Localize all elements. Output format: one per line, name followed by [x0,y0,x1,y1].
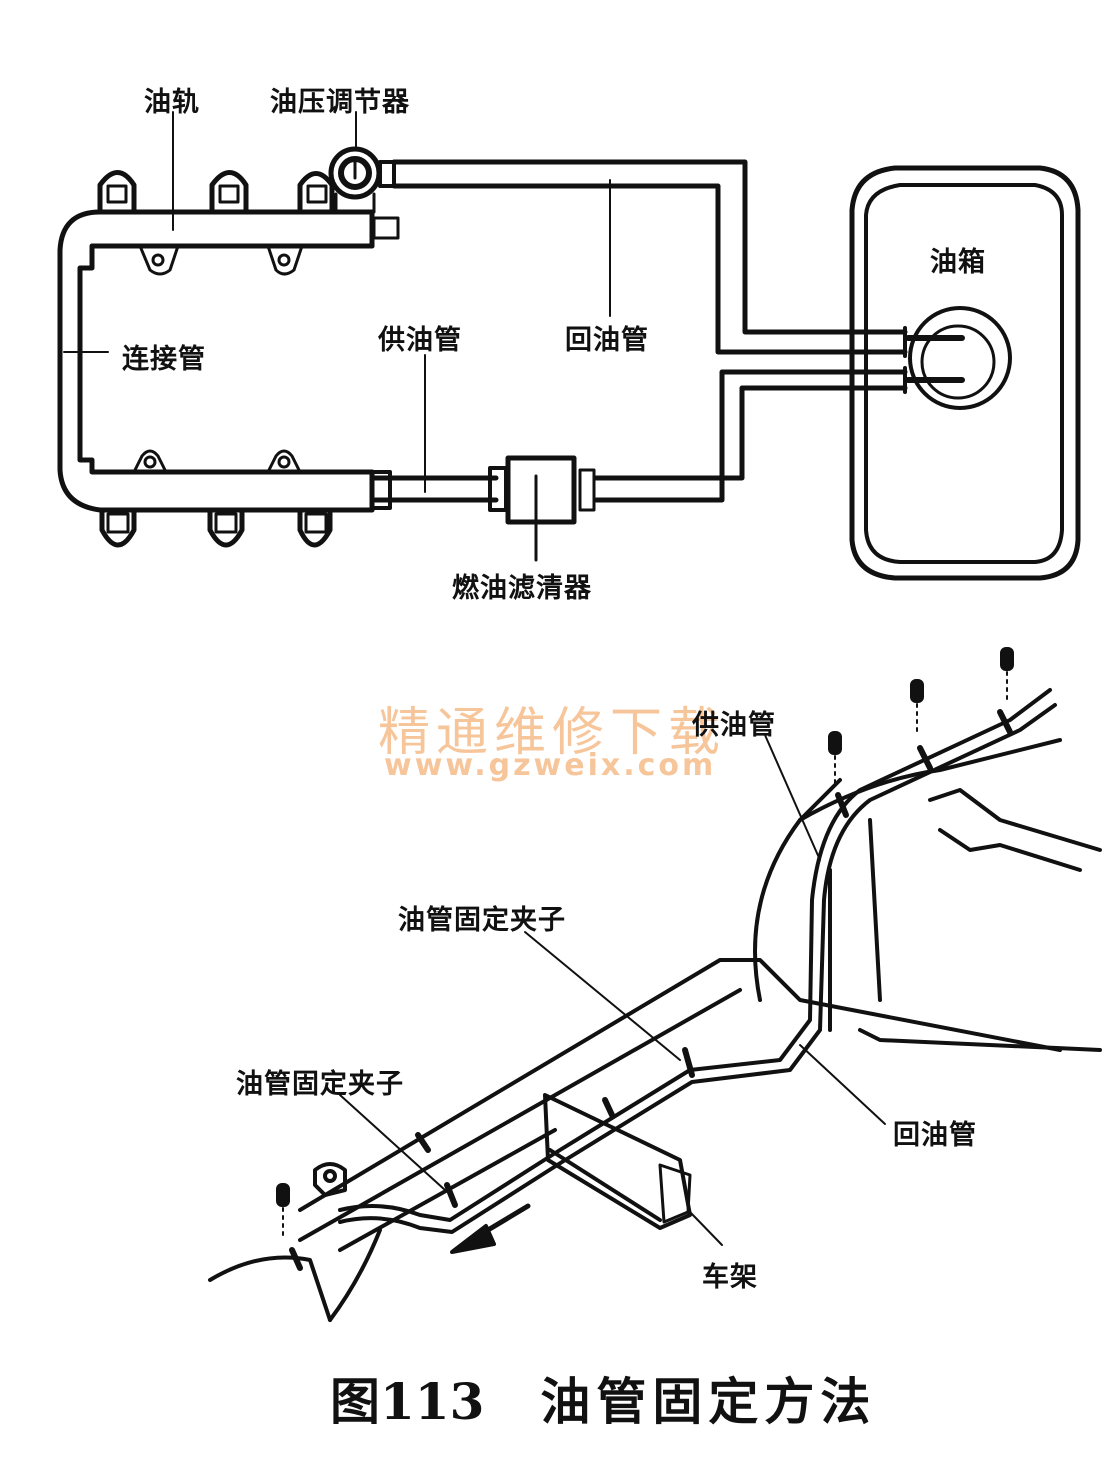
label-supply-pipe: 供油管 [378,325,462,356]
fuel-filter-shape [505,455,577,562]
figure-title: 油管固定方法 [540,1373,877,1431]
label-connecting-pipe: 连接管 [122,344,206,375]
lower-mount-lugs [132,449,302,474]
label-return-pipe: 回油管 [565,325,649,356]
figure-caption: 图113 油管固定方法 [330,1362,876,1434]
watermark-url: www.gzweix.com [384,748,717,783]
label-fuel-tank: 油箱 [930,247,986,278]
fuel-tank-shape [849,165,1081,581]
label-chassis-supply-pipe: 供油管 [692,710,776,741]
upper-mount-lugs [138,244,304,276]
forward-direction-arrow [450,1203,531,1254]
upper-fuel-rail [57,209,375,513]
pipe-clips [289,709,1013,1271]
watermark-text: 精通维修下载 [378,703,727,763]
return-pipe-line [391,159,908,355]
upper-injectors [97,170,335,215]
lower-injectors [99,507,333,548]
pressure-regulator-shape [328,146,396,214]
label-chassis-return-pipe: 回油管 [893,1120,977,1151]
leader-lines-top [63,111,611,493]
figure-number: 图113 [330,1372,485,1431]
label-clip-lower: 油管固定夹子 [236,1069,404,1100]
label-clip-upper: 油管固定夹子 [398,905,566,936]
leader-lines-bottom [339,734,886,1246]
rail-outlet-stub [372,216,400,240]
chassis-drawing [208,647,1102,1322]
bolts [276,647,1014,1241]
label-frame: 车架 [702,1262,758,1293]
label-pressure-regulator: 油压调节器 [270,87,410,118]
supply-pipe-line [369,369,908,512]
label-fuel-rail: 油轨 [144,87,200,118]
label-fuel-filter: 燃油滤清器 [452,573,592,604]
